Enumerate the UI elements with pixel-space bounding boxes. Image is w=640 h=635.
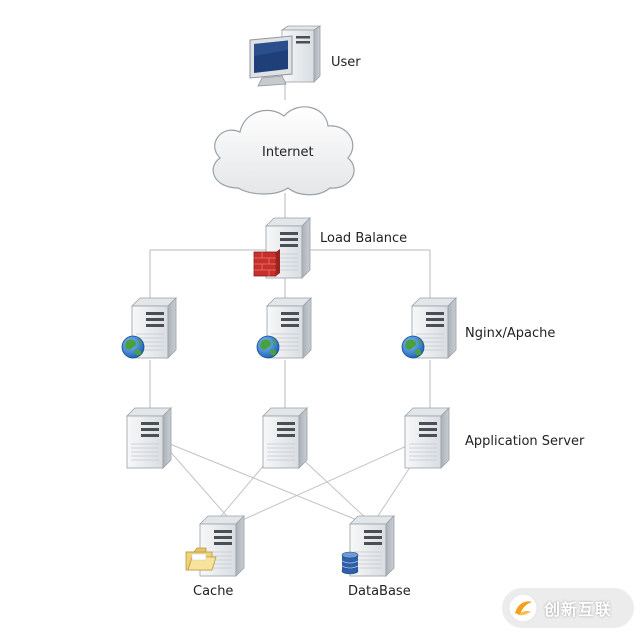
link-appright-cache bbox=[237, 439, 421, 523]
watermark-logo-icon bbox=[508, 593, 538, 623]
watermark: 创新互联 bbox=[502, 588, 634, 628]
server-firewall-icon bbox=[253, 217, 311, 279]
cache-label: Cache bbox=[193, 584, 234, 599]
app-tier-label: Application Server bbox=[465, 434, 585, 449]
server-globe-icon-left bbox=[121, 297, 177, 359]
load-balance-label: Load Balance bbox=[320, 231, 408, 246]
server-icon-app-left bbox=[126, 407, 172, 469]
server-globe-icon-right bbox=[401, 297, 457, 359]
server-icon-app-center bbox=[262, 407, 308, 469]
user-label: User bbox=[331, 55, 361, 70]
internet-label: Internet bbox=[262, 145, 314, 160]
database-label: DataBase bbox=[348, 584, 411, 599]
web-tier-label: Nginx/Apache bbox=[465, 326, 556, 341]
watermark-text: 创新互联 bbox=[544, 600, 613, 619]
desktop-computer-icon bbox=[249, 25, 322, 87]
server-database-icon bbox=[341, 515, 395, 577]
cloud-icon bbox=[212, 106, 355, 196]
connectors bbox=[149, 82, 431, 523]
server-icon-app-right bbox=[404, 407, 450, 469]
server-globe-icon-center bbox=[256, 297, 312, 359]
link-appcenter-database bbox=[294, 451, 371, 523]
server-folder-icon bbox=[185, 515, 245, 577]
link-appleft-database bbox=[159, 439, 363, 523]
link-appleft-cache bbox=[159, 439, 233, 523]
